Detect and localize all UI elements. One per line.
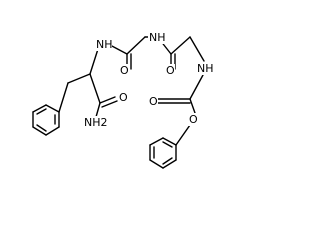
bond-ring1-inner-3 xyxy=(36,124,47,132)
bond-ring2-a xyxy=(162,137,177,146)
atom-label-nh-mid: NH xyxy=(149,31,166,44)
atom-label-o-mid: O xyxy=(166,64,175,77)
bond-ch2-alpha xyxy=(67,73,91,84)
label-layer: NH NH NH O O O O O NH2 xyxy=(83,31,214,129)
bond-oester-ch2 xyxy=(175,124,191,146)
bond-ring1-ch2 xyxy=(58,82,69,113)
atom-label-o-ester: O xyxy=(189,113,198,126)
bond-ring1-a xyxy=(32,104,47,113)
bond-amidec-o1 xyxy=(99,96,116,104)
atom-label-o-left: O xyxy=(120,64,129,77)
atom-label-nh-right: NH xyxy=(197,62,214,75)
bond-amidec-o2 xyxy=(101,100,118,108)
bond-c1-ch2 xyxy=(126,36,146,55)
bond-c3-oester xyxy=(189,98,196,114)
atom-label-nh2: NH2 xyxy=(84,116,108,129)
bond-ring1-e xyxy=(32,126,47,136)
bond-ring1-d xyxy=(45,126,60,136)
bond-ring2-inner-3 xyxy=(162,141,173,148)
atom-label-nh-left: NH xyxy=(96,38,113,51)
bond-ring2-e xyxy=(162,159,177,169)
bond-alpha-amidec xyxy=(89,73,101,104)
bond-alpha-nh-left xyxy=(89,48,99,75)
bond-ring1-b xyxy=(45,104,60,113)
bond-amidec-nh2 xyxy=(95,102,101,118)
bond-ch2-nhright xyxy=(189,36,205,62)
bond-ring2-d xyxy=(149,159,164,169)
bond-ring2-b xyxy=(149,137,164,146)
bond-c2-ch2 xyxy=(170,36,191,55)
molecule-structure: NH NH NH O O O O O NH2 xyxy=(32,31,214,169)
bond-nhright-c3 xyxy=(189,74,204,100)
atom-label-o-carbamate: O xyxy=(149,95,158,108)
bond-ring2-inner-2 xyxy=(162,157,173,165)
bond-nhleft-c1 xyxy=(109,44,128,55)
bond-ring1-inner-1 xyxy=(36,108,47,115)
atom-label-o-amide: O xyxy=(119,91,128,104)
